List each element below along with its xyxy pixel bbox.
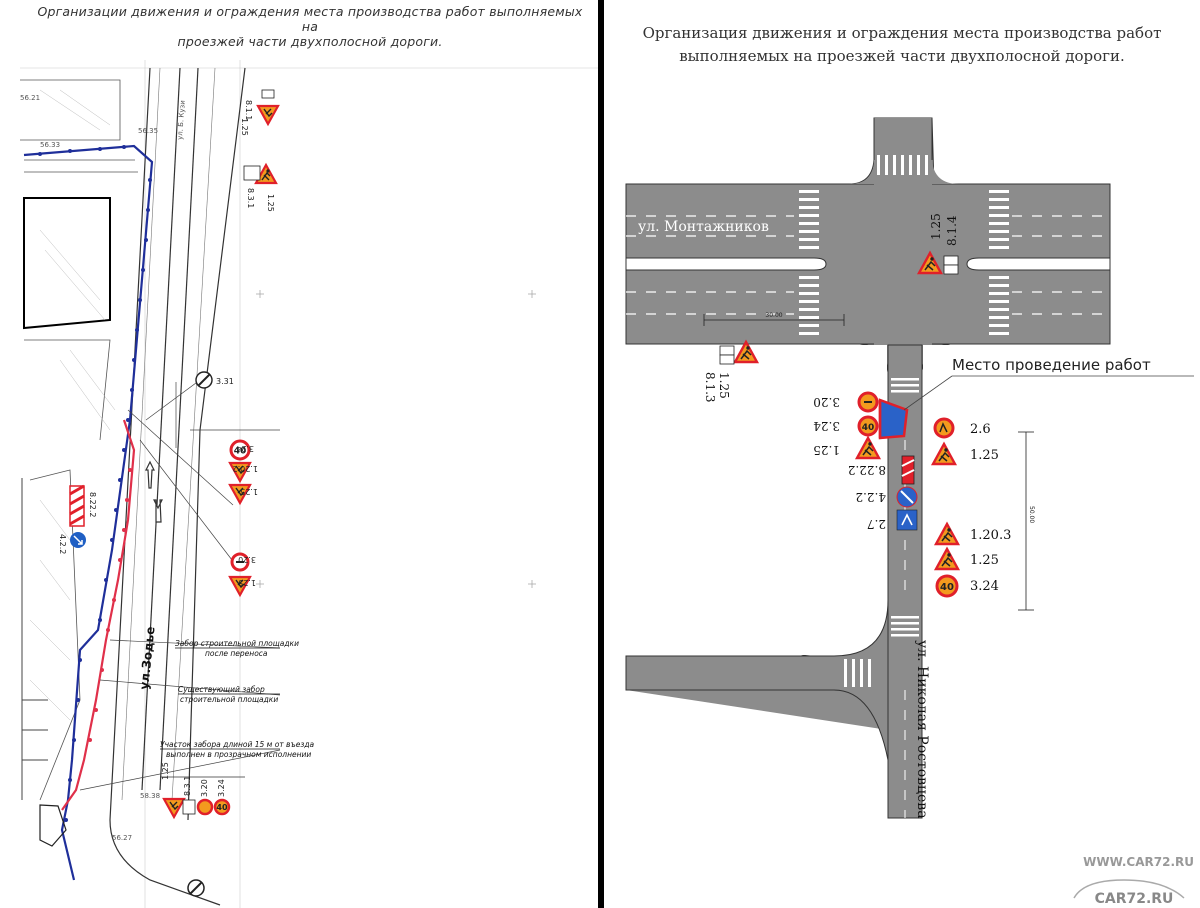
dim-50-label: 50.00 [1028, 506, 1035, 523]
right-title-line2: выполняемых на проезжей части двухполосн… [679, 47, 1125, 65]
right-intersection-diagram: ул. Монтажников ул. Николая Ростовцева М… [625, 117, 1194, 907]
left-street-label-vertical: ул. Б. Кузи [176, 100, 187, 140]
street-label-rostovtseva: ул. Николая Ростовцева [914, 640, 930, 819]
left-sign-1-25-top: 8.1.1 1.25 [240, 89, 280, 136]
elev-5: 56.27 [112, 834, 132, 842]
label-b-8-3-1: 8.3.1 [183, 776, 192, 796]
crosswalk-low [844, 616, 919, 687]
watermark-logo: CAR72.RU [1073, 879, 1185, 907]
left-title: Организации движения и ограждения места … [30, 4, 590, 49]
label-2-6: 2.6 [970, 422, 991, 437]
label-3-20: 3.20 [238, 555, 256, 564]
left-street-label: ул.Зодье [137, 626, 158, 690]
label-2-7: 2.7 [867, 517, 886, 531]
label-b-1-25: 1.25 [161, 762, 170, 780]
left-sign-4-2-2: 4.2.2 [58, 532, 86, 554]
label-1-25-d: 1.25 [238, 578, 256, 587]
left-title-line2: проезжей части двухполосной дороги. [177, 34, 443, 49]
left-sign-1-25-second: 1.25 8.3.1 [243, 163, 278, 212]
speed-40-lower: 40 [940, 582, 954, 593]
right-intersection-panel: Организация движения и ограждения места … [604, 0, 1200, 908]
left-sign-cluster: 1.25 8.1.3 [703, 340, 759, 403]
note-fence-exist-1: Существующий забор [178, 685, 265, 694]
watermark-logo-text: CAR72.RU [1095, 891, 1174, 907]
note-section-1: Участок забора длиной 15 м от въезда [160, 740, 315, 749]
label-4-2-2-r: 4.2.2 [855, 490, 886, 504]
label-8-22-2: 8.22.2 [88, 492, 97, 517]
label-3-20-r: 3.20 [813, 395, 840, 409]
label-1-25-b: 1.25 [266, 194, 275, 212]
crosswalk-mid [891, 378, 919, 393]
left-label-8-1-3: 8.1.3 [703, 372, 717, 403]
street-label-montazhnikov: ул. Монтажников [638, 219, 769, 235]
panel-divider [598, 0, 604, 908]
top-label-1-25: 1.25 [929, 213, 943, 240]
label-3-31: 3.31 [216, 377, 234, 386]
elev-4: 58.38 [140, 792, 160, 800]
right-column-signs: 2.6 1.25 1.20.3 1.25 40 3.24 [931, 417, 1011, 598]
note-fence-after-2: после переноса [205, 649, 268, 658]
watermark-url: WWW.CAR72.RU [1083, 855, 1194, 869]
label-1-25-c: 1.25 [240, 487, 258, 496]
top-label-8-1-4: 8.1.4 [945, 215, 959, 246]
dimension-50: 50.00 [1018, 431, 1035, 611]
left-sign-8-22-2: 8.22.2 [69, 484, 97, 527]
label-3-24-r: 3.24 [813, 419, 840, 433]
right-title-line1: Организация движения и ограждения места … [642, 24, 1162, 42]
crosswalk-left [799, 190, 819, 335]
note-section-2: выполнен в прозрачном исполнении [166, 750, 311, 759]
label-1-20-2: 1.20.2 [233, 464, 258, 473]
elev-2: 56.35 [138, 127, 158, 135]
elev-1: 56.33 [40, 141, 60, 149]
label-1-25-right-b: 1.25 [970, 553, 999, 568]
work-site-label: Место проведение работ [952, 356, 1151, 374]
label-1-25-right: 1.25 [970, 448, 999, 463]
speed-40-bottom: 40 [216, 803, 228, 812]
left-label-1-25: 1.25 [717, 372, 731, 399]
label-1-20-3: 1.20.3 [970, 528, 1011, 543]
left-plan-panel: Организации движения и ограждения места … [0, 0, 598, 908]
right-title: Организация движения и ограждения места … [604, 22, 1200, 68]
label-b-3-20: 3.20 [200, 779, 209, 797]
label-4-2-2: 4.2.2 [58, 534, 67, 554]
note-fence-exist-2: строительной площадки [180, 695, 278, 704]
speed-40-left: 40 [234, 447, 247, 457]
label-1-25-a: 1.25 [240, 118, 249, 136]
elev-3: 56.21 [20, 94, 40, 102]
dim-30-label: 30.00 [765, 312, 782, 319]
left-sign-group-low: 3.20 1.25 [228, 552, 256, 597]
speed-40-upper: 40 [862, 423, 875, 433]
label-8-3-1: 8.3.1 [246, 188, 255, 208]
top-sign-cluster: 1.25 8.1.4 [917, 213, 959, 275]
crosswalk-top [877, 155, 928, 175]
left-sign-group-mid: 40 3.24 1.20.2 1.25 [228, 439, 258, 505]
left-site-plan: ул.Зодье ул. Б. Кузи 56.33 56.35 56.21 5… [20, 60, 598, 908]
label-8-22-2-r: 8.22.2 [848, 463, 886, 477]
label-1-25-r: 1.25 [813, 443, 840, 457]
left-sign-3-31: 3.31 [195, 371, 234, 389]
note-fence-after-1: Забор строительной площадки [175, 639, 299, 648]
left-column-signs: 3.20 40 3.24 1.25 8.22.2 4.2.2 2.7 [813, 391, 918, 531]
left-title-line1: Организации движения и ограждения места … [37, 4, 583, 34]
label-8-1-1: 8.1.1 [244, 100, 253, 120]
label-3-24: 3.24 [236, 444, 254, 453]
label-b-3-24: 3.24 [217, 779, 226, 797]
label-3-24-right: 3.24 [970, 579, 999, 594]
dimension-30: 30.00 [703, 312, 845, 326]
crosswalk-right [989, 190, 1009, 335]
left-sign-bottom-circle [187, 879, 205, 897]
left-sign-group-bottom: 40 1.25 8.3.1 3.20 3.24 [160, 762, 245, 819]
